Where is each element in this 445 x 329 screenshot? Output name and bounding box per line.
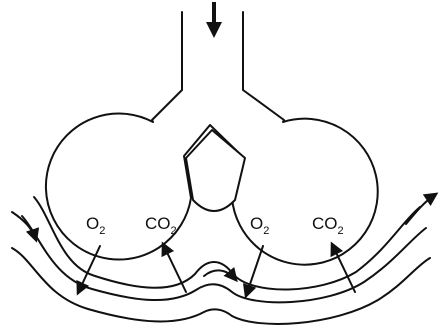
co2-diffusion-arrow-right	[332, 244, 355, 292]
air-inflow-arrow	[206, 2, 222, 38]
o2-label-left: O2	[86, 214, 105, 237]
co2-label-right: CO2	[312, 214, 344, 237]
co2-label-left: CO2	[145, 214, 177, 237]
capillary-upper-wall	[34, 197, 420, 290]
capillary-inner-wall	[22, 216, 426, 302]
o2-diffusion-arrow-right	[246, 246, 263, 296]
blood-inflow-arrow	[12, 212, 36, 240]
o2-label-right: O2	[250, 214, 269, 237]
blood-outflow-arrow	[406, 194, 436, 224]
